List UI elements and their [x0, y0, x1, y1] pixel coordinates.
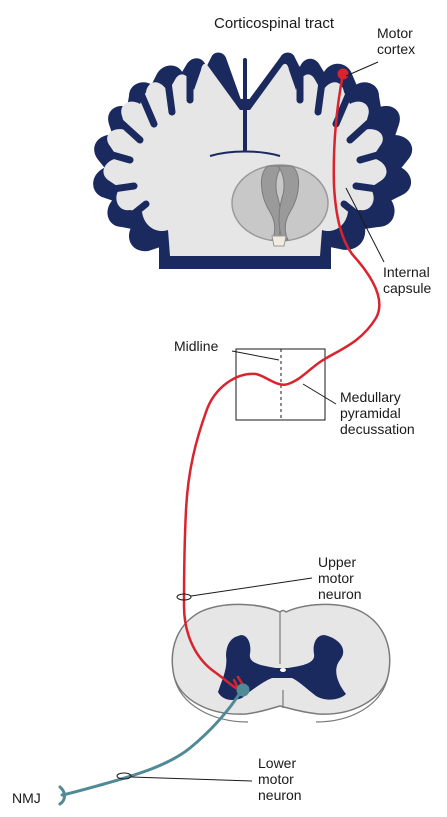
brainstem-stub: [271, 235, 287, 247]
lower-motor-neuron-axon: [60, 688, 244, 797]
label-internal-capsule: Internal capsule: [383, 264, 432, 296]
medulla-inset: [235, 348, 326, 421]
anterior-median-fissure: [279, 612, 284, 708]
leader-lower-neuron: [130, 776, 253, 782]
label-upper-motor-neuron: Upper motor neuron: [318, 554, 362, 602]
lower-neuron-marker: [116, 772, 132, 780]
label-lower-motor-neuron: Lower motor neuron: [258, 755, 302, 803]
leader-midline: [231, 350, 280, 361]
label-medullary-decussation: Medullary pyramidal decussation: [340, 389, 415, 437]
leader-upper-neuron: [190, 577, 313, 597]
leader-decussation: [302, 383, 337, 405]
spinal-cord-section: [171, 603, 391, 723]
diagram-title: Corticospinal tract: [214, 15, 335, 32]
sulci: [98, 58, 392, 224]
brain-coronal-section: [93, 52, 413, 269]
central-canal: [280, 668, 286, 672]
label-motor-cortex: Motor cortex: [377, 25, 416, 57]
upper-neuron-marker: [176, 593, 192, 601]
corpus-callosum: [209, 150, 281, 157]
spinal-cord-outer: [171, 603, 391, 715]
nmj-terminal: [58, 785, 66, 806]
upper-motor-neuron-axon: [182, 72, 381, 690]
gray-matter-butterfly: [218, 635, 346, 700]
upper-motor-neuron-cell-body: [337, 68, 349, 80]
label-nmj: NMJ: [12, 790, 41, 806]
label-midline: Midline: [174, 338, 219, 354]
lower-motor-neuron: [58, 683, 250, 806]
lower-motor-neuron-cell-body: [236, 683, 250, 697]
leader-motor-cortex: [345, 61, 379, 77]
leader-internal-capsule: [345, 187, 385, 263]
leader-lines: [116, 61, 385, 782]
spinal-cord-rim: [173, 675, 389, 723]
